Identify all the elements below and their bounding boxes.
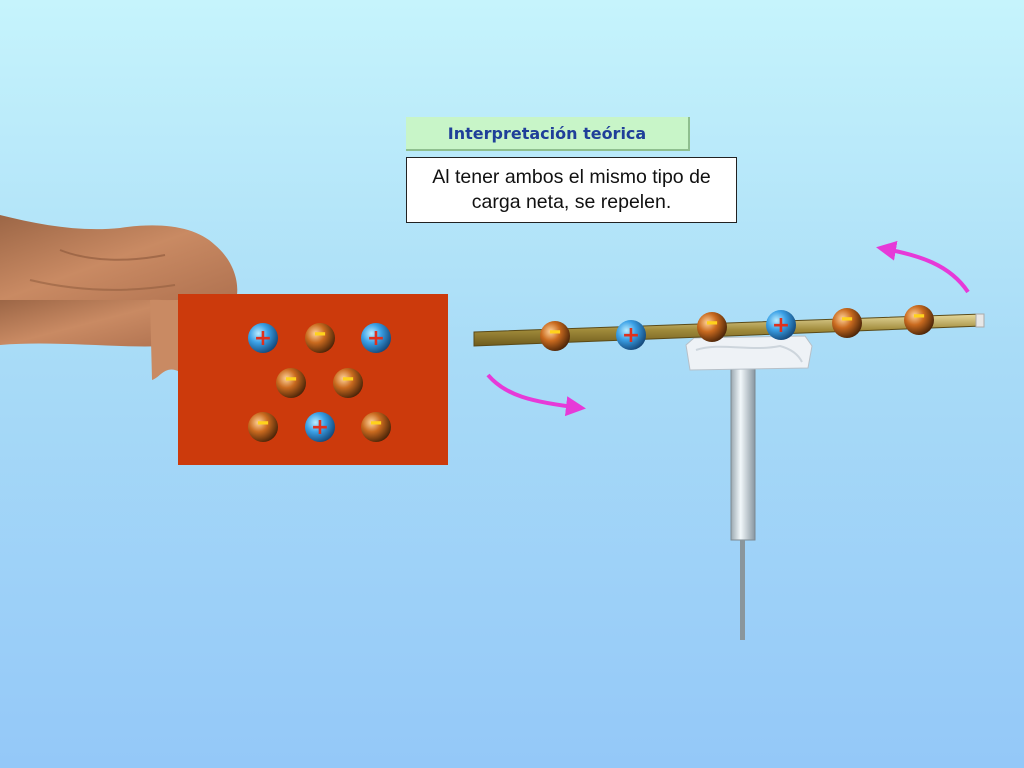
explanation-caption: Al tener ambos el mismo tipo de carga ne… xyxy=(406,157,737,223)
support-block xyxy=(685,335,813,371)
electroscope-stand xyxy=(685,335,813,640)
rod-charges: – + – + – – xyxy=(540,300,934,351)
repulsion-arrow-left xyxy=(486,373,586,417)
charge-symbol: + xyxy=(311,415,329,440)
charge-symbol: – xyxy=(285,363,298,393)
negative-charge-icon: – xyxy=(540,316,570,351)
charge-symbol: – xyxy=(841,303,854,333)
negative-charge-icon: – xyxy=(276,363,306,398)
charge-symbol: – xyxy=(549,316,562,346)
negative-charge-icon: – xyxy=(248,407,278,442)
positive-charge-icon: + xyxy=(248,323,278,353)
support-tube xyxy=(730,361,756,541)
repulsion-arrow-right xyxy=(876,240,970,294)
positive-charge-icon: + xyxy=(616,320,646,350)
charge-symbol: + xyxy=(367,326,385,351)
charge-symbol: + xyxy=(254,326,272,351)
charge-symbol: + xyxy=(622,323,640,348)
charge-symbol: – xyxy=(706,307,719,337)
negative-charge-icon: – xyxy=(832,303,862,338)
rod-end-cap xyxy=(975,313,985,328)
charge-symbol: – xyxy=(257,407,270,437)
positive-charge-icon: + xyxy=(305,412,335,442)
negative-charge-icon: – xyxy=(305,318,335,353)
charge-symbol: + xyxy=(772,313,790,338)
negative-charge-icon: – xyxy=(333,363,363,398)
charge-symbol: – xyxy=(314,318,327,348)
section-heading: Interpretación teórica xyxy=(406,117,690,151)
negative-charge-icon: – xyxy=(361,407,391,442)
positive-charge-icon: + xyxy=(361,323,391,353)
plate-charges: +–+–––+– xyxy=(248,318,391,442)
charge-symbol: – xyxy=(342,363,355,393)
negative-charge-icon: – xyxy=(697,307,727,342)
charge-symbol: – xyxy=(370,407,383,437)
charge-symbol: – xyxy=(913,300,926,330)
support-needle xyxy=(740,540,745,640)
positive-charge-icon: + xyxy=(766,310,796,340)
negative-charge-icon: – xyxy=(904,300,934,335)
